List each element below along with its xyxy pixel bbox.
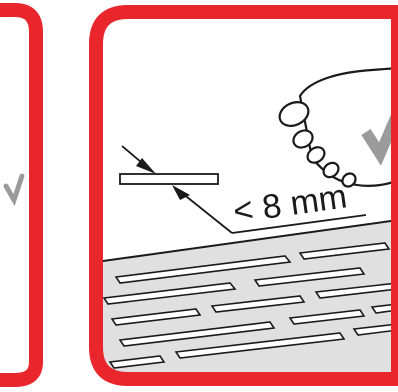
label-underline [231, 214, 367, 234]
gap-strip [119, 173, 219, 185]
toe-5 [341, 172, 357, 188]
check-mark-icon [3, 173, 25, 207]
right-panel-frame [89, 5, 398, 386]
toe-4 [322, 161, 340, 179]
left-panel-partial [0, 2, 43, 387]
big-toe [278, 101, 310, 127]
toe-3 [306, 146, 326, 164]
toe-2 [292, 129, 314, 149]
floor-grating-icon [102, 242, 398, 369]
right-panel: < 8 mm [89, 5, 398, 386]
